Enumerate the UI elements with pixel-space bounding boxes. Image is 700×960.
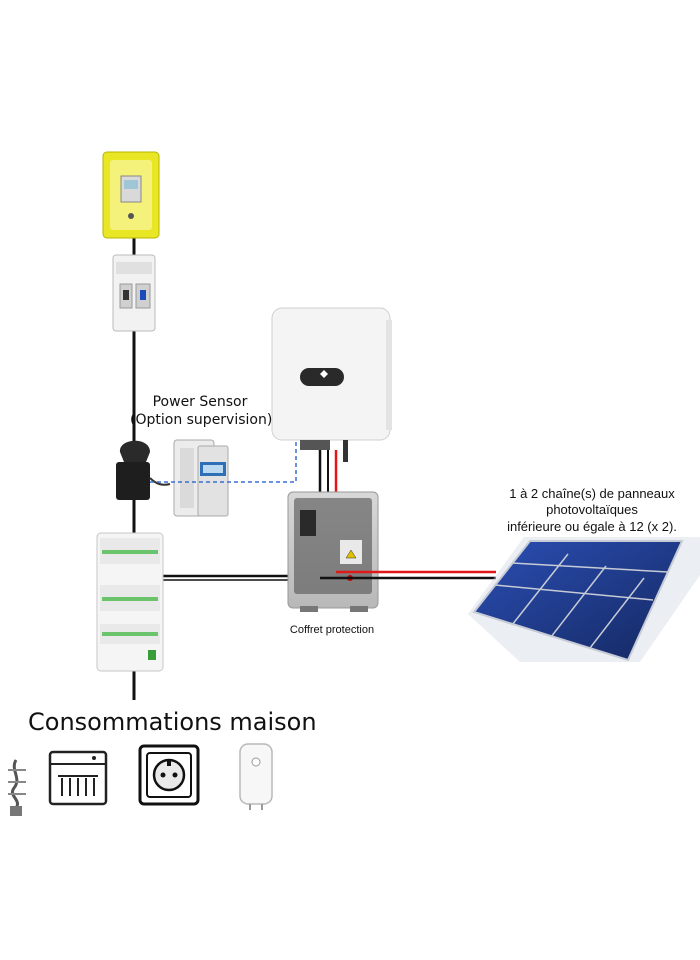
linky-meter-icon bbox=[102, 151, 160, 239]
power-sensor-meter-icon bbox=[173, 439, 229, 517]
water-heater-icon bbox=[239, 743, 273, 810]
panels-label-line3: inférieure ou égale à 12 (x 2). bbox=[507, 518, 677, 534]
light-bulb-icon bbox=[8, 759, 26, 816]
dishwasher-icon bbox=[48, 750, 108, 806]
coffret-protection-label: Coffret protection bbox=[289, 624, 375, 636]
panels-label: 1 à 2 chaîne(s) de panneaux photovoltaïq… bbox=[482, 486, 700, 535]
power-sensor-label: Power Sensor (Option supervision) bbox=[130, 394, 273, 429]
panels-label-line1: 1 à 2 chaîne(s) de panneaux bbox=[509, 486, 675, 501]
power-sensor-subtitle: (Option supervision) bbox=[130, 411, 273, 428]
consommations-maison-label: Consommations maison bbox=[28, 708, 317, 736]
electrical-panel-icon bbox=[96, 532, 164, 672]
current-clamp-icon bbox=[116, 440, 171, 500]
protection-box-icon bbox=[287, 491, 379, 612]
power-sensor-title: Power Sensor bbox=[152, 394, 248, 410]
inverter-icon bbox=[271, 307, 392, 462]
panels-label-line2: photovoltaïques bbox=[546, 502, 638, 518]
power-outlet-icon bbox=[138, 744, 200, 806]
solar-panel-icon bbox=[468, 537, 700, 662]
circuit-breaker-icon bbox=[112, 254, 156, 332]
